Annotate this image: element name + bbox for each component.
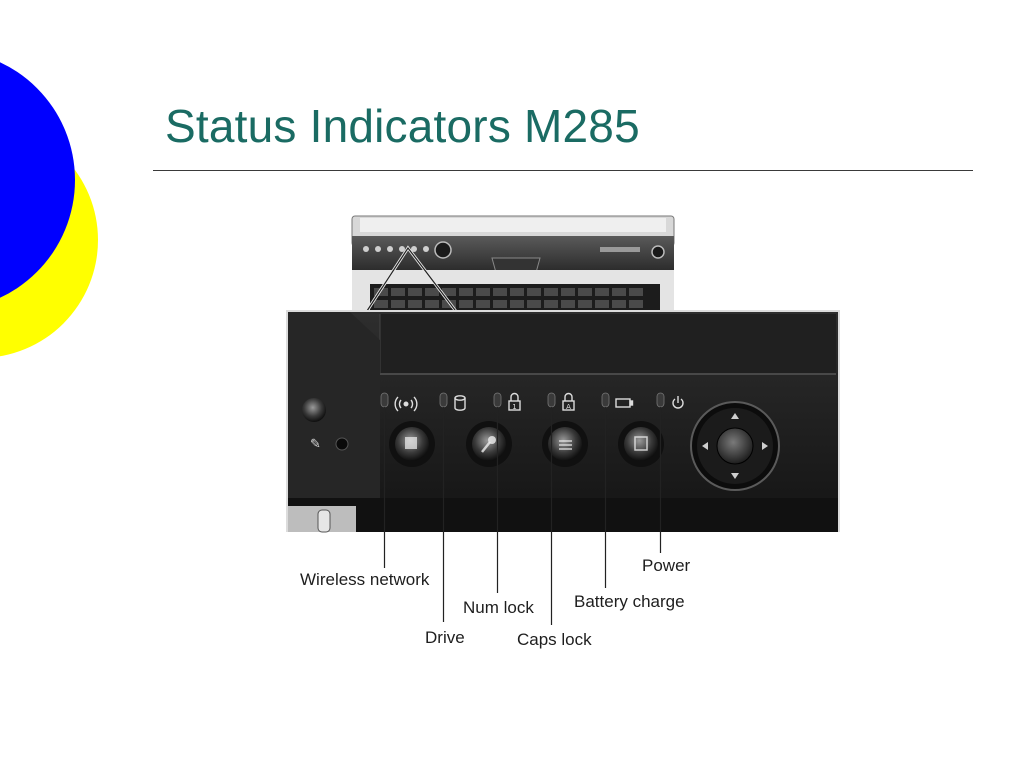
num-lock-icon	[508, 392, 521, 411]
label-wireless-network: Wireless network	[300, 570, 430, 589]
control-panel-closeup: ✎	[286, 310, 840, 533]
callout-lines	[383, 407, 662, 625]
blue-circle	[0, 62, 75, 298]
title-divider	[153, 170, 973, 171]
laptop-overview	[351, 215, 675, 315]
caps-lock-glyph: A	[566, 403, 571, 411]
caps-lock-icon	[562, 392, 575, 411]
label-num-lock: Num lock	[463, 598, 534, 617]
num-lock-glyph: 1	[512, 403, 516, 411]
wireless-signal-icon	[394, 396, 418, 412]
power-icon	[672, 396, 684, 409]
decorative-circles	[0, 0, 110, 420]
slide-title: Status Indicators M285	[165, 100, 640, 152]
drive-cylinder-icon	[454, 395, 466, 411]
label-caps-lock: Caps lock	[517, 630, 592, 649]
label-battery-charge: Battery charge	[574, 592, 685, 611]
battery-icon	[615, 398, 634, 408]
svg-text:✎: ✎	[310, 437, 321, 452]
laptop-illustration: ✎	[286, 215, 840, 625]
label-drive: Drive	[425, 628, 465, 647]
label-power: Power	[642, 556, 691, 575]
laptop-status-figure: ✎	[280, 210, 850, 660]
hardware-buttons	[389, 421, 664, 467]
directional-pad	[690, 401, 780, 491]
